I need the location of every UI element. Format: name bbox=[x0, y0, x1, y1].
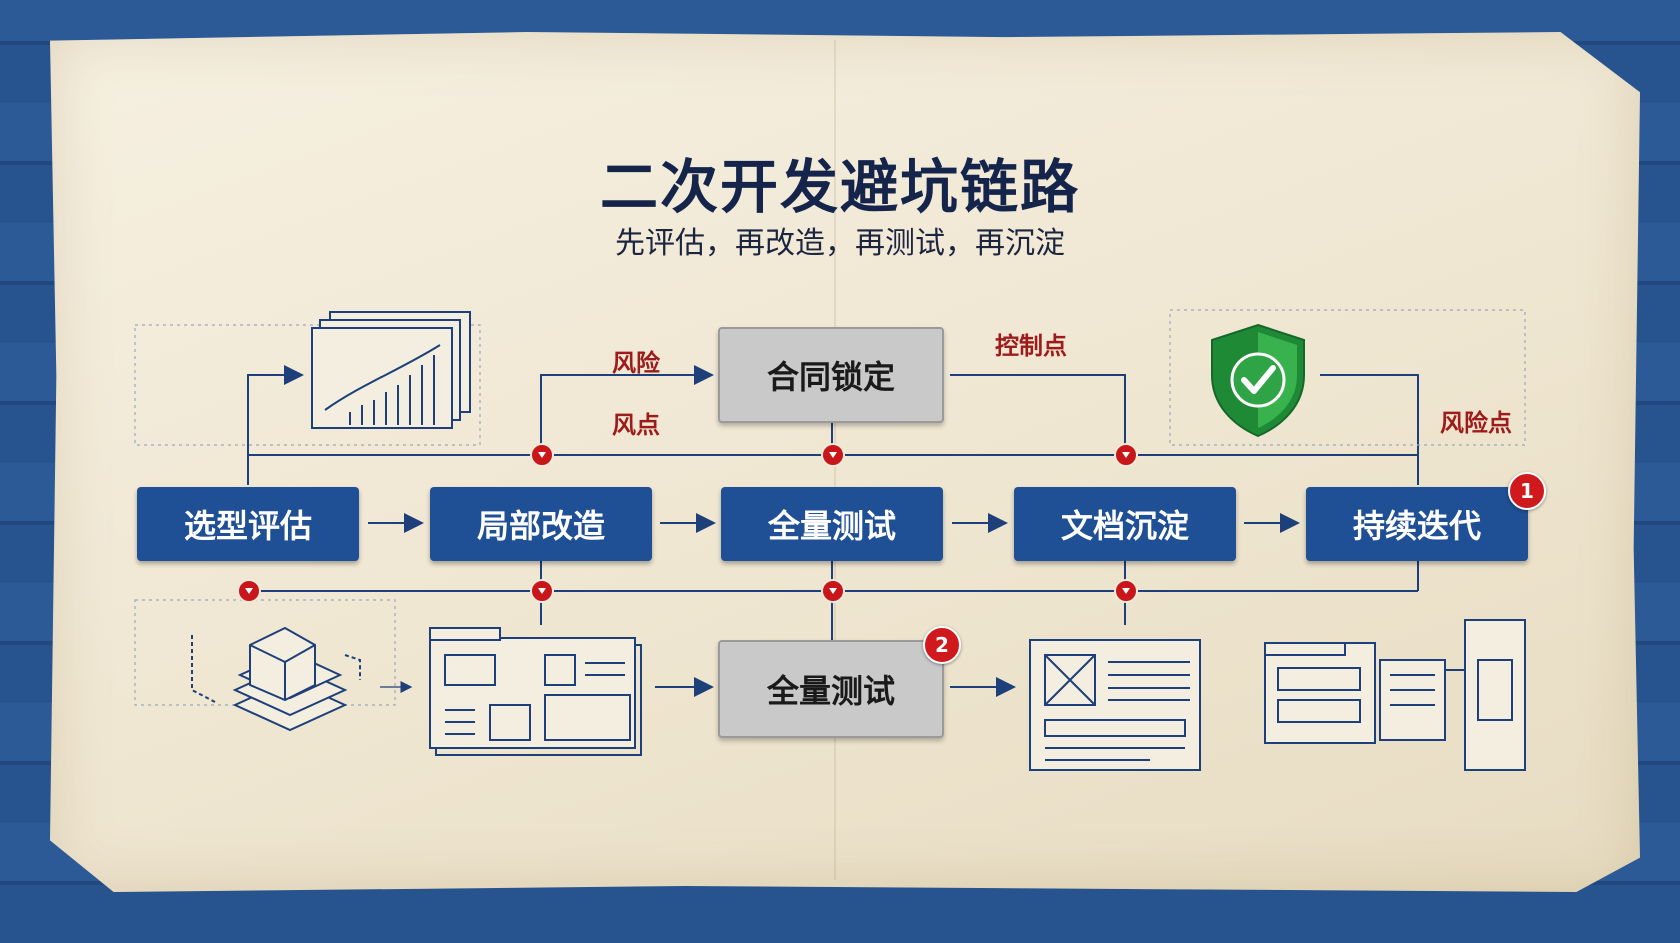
risk-dot bbox=[530, 579, 554, 603]
step-full-testing[interactable]: 全量测试 bbox=[721, 487, 943, 561]
step-selection-evaluation[interactable]: 选型评估 bbox=[137, 487, 359, 561]
page-title: 二次开发避坑链路 bbox=[599, 153, 1080, 221]
document-icon bbox=[1029, 639, 1201, 771]
page-subtitle: 先评估，再改造，再测试，再沉淀 bbox=[615, 226, 1065, 261]
contract-lock-box[interactable]: 合同锁定 bbox=[718, 327, 944, 423]
shield-check-icon bbox=[1211, 323, 1305, 438]
step-partial-modification[interactable]: 局部改造 bbox=[430, 487, 652, 561]
risk-dot bbox=[530, 443, 554, 467]
label-risk-point: 风险点 bbox=[1440, 409, 1512, 437]
paper-sheet bbox=[50, 32, 1640, 892]
chart-icon bbox=[311, 311, 471, 429]
label-risk-point-short: 风点 bbox=[612, 411, 660, 439]
label-control-point: 控制点 bbox=[995, 332, 1067, 360]
risk-dot bbox=[821, 443, 845, 467]
step-documentation[interactable]: 文档沉淀 bbox=[1014, 487, 1236, 561]
window-layout-icon bbox=[429, 627, 642, 756]
risk-dot bbox=[237, 579, 261, 603]
label-risk: 风险 bbox=[612, 349, 660, 377]
risk-dot bbox=[821, 579, 845, 603]
full-testing-box[interactable]: 全量测试 bbox=[718, 640, 944, 738]
risk-dot bbox=[1114, 443, 1138, 467]
risk-dot bbox=[1114, 579, 1138, 603]
cube-stack-icon bbox=[191, 626, 361, 732]
step-continuous-iteration[interactable]: 持续迭代 bbox=[1306, 487, 1528, 561]
badge-2: 2 bbox=[923, 626, 961, 664]
dashboard-icon bbox=[1264, 619, 1526, 771]
badge-1: 1 bbox=[1508, 472, 1546, 510]
